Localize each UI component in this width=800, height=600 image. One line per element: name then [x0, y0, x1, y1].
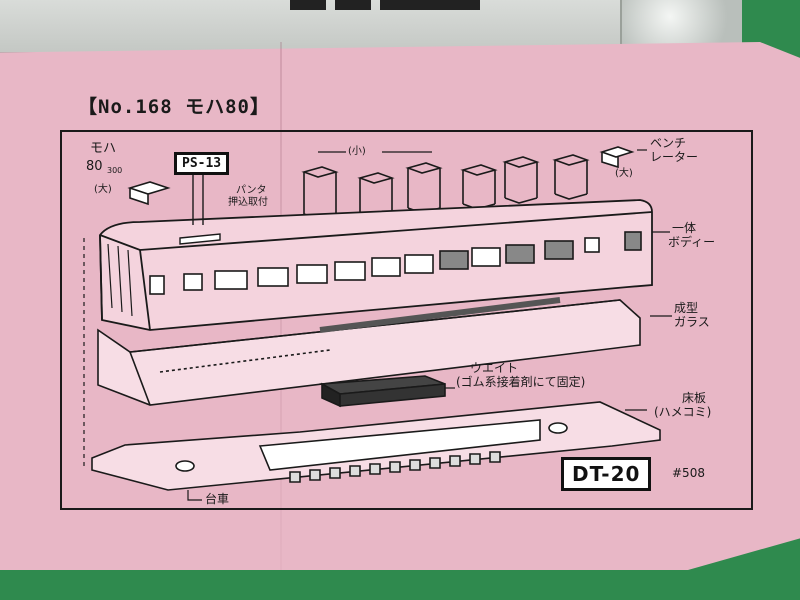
floor-plate: [91, 401, 661, 491]
roof-vent: [179, 233, 221, 245]
frame-title-c: 300: [107, 166, 123, 175]
glass-label-1: 成型: [674, 301, 699, 315]
sheet-heading: 【No.168 モハ80】: [78, 96, 270, 118]
part-dt20-label: DT-20: [561, 457, 652, 491]
floor-label-2: (ハメコミ): [654, 405, 712, 419]
glass-label-2: ガラス: [674, 315, 710, 329]
bench-label-1: ベンチ: [650, 136, 687, 150]
bench-seats: [127, 146, 635, 222]
pantograph-mount-arrows: [192, 175, 204, 225]
body-label-2: ボディー: [668, 235, 716, 249]
large-left-label: (大): [94, 184, 112, 195]
part-number: #508: [672, 466, 705, 480]
body-label-1: 一体: [672, 221, 697, 235]
part-ps13-label: PS-13: [174, 152, 230, 175]
pantograph-label-2: 押込取付: [228, 197, 268, 208]
weight-label-2: (ゴム系接着剤にて固定): [456, 375, 586, 389]
leader-lines: [83, 149, 672, 501]
bench-label-2: レーター: [650, 150, 699, 164]
molded-glass: [97, 297, 641, 406]
weight-block: [319, 375, 446, 408]
floor-label-1: 床板: [682, 391, 707, 405]
pantograph-label-1: パンタ: [236, 185, 267, 196]
box-slot: [290, 0, 326, 10]
frame-title-a: モハ: [90, 141, 117, 156]
frame-title-b: 80: [86, 159, 103, 174]
box-slot: [380, 0, 480, 10]
car-windows: [149, 231, 642, 295]
small-label: (小): [348, 146, 366, 157]
large-right-label: (大): [615, 168, 633, 179]
weight-label-1: ウエイト: [470, 361, 519, 375]
box-slot: [335, 0, 371, 10]
bogie-label: 台車: [205, 492, 230, 506]
diagram-frame: [60, 130, 753, 510]
